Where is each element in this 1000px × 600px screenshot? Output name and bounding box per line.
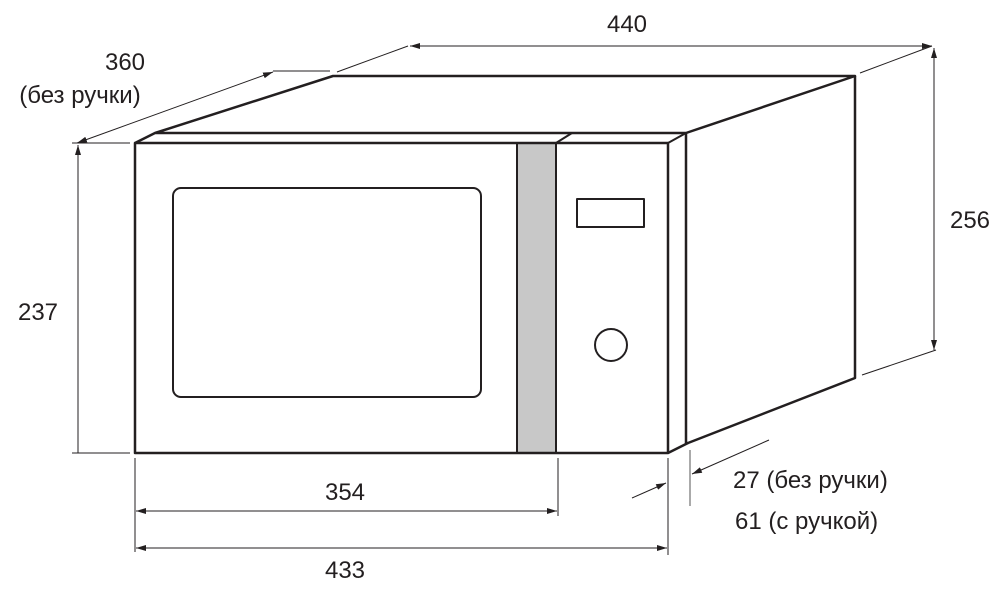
top-face [134, 74, 857, 145]
label-440: 440 [607, 11, 647, 38]
label-256: 256 [950, 207, 990, 234]
label-354: 354 [325, 479, 365, 506]
label-27-without-handle: 27 (без ручки) [733, 467, 888, 494]
dim-handle-depth-line [631, 439, 770, 506]
front-face [133, 141, 670, 455]
dim-height-256-line [861, 48, 937, 376]
label-360: 360 [105, 49, 145, 76]
display-panel [576, 198, 645, 228]
label-433: 433 [325, 557, 365, 584]
dim-height-237-line [72, 145, 130, 454]
door-top-ledge [667, 132, 687, 144]
dim-width-354-line [134, 458, 559, 552]
door-window [172, 187, 482, 398]
microwave-body [133, 74, 857, 455]
label-237: 237 [18, 299, 58, 326]
dim-width-440-line [336, 43, 933, 74]
handle-strip [516, 142, 557, 454]
label-61-with-handle: 61 (с ручкой) [735, 508, 878, 535]
side-face [684, 76, 857, 445]
control-knob [594, 328, 628, 362]
label-360-note: (без ручки) [19, 82, 140, 109]
dim-depth-360-line [72, 70, 330, 144]
bottom-edge [667, 441, 689, 455]
dim-width-433-line [136, 458, 669, 555]
panel-top-separator [555, 132, 573, 144]
